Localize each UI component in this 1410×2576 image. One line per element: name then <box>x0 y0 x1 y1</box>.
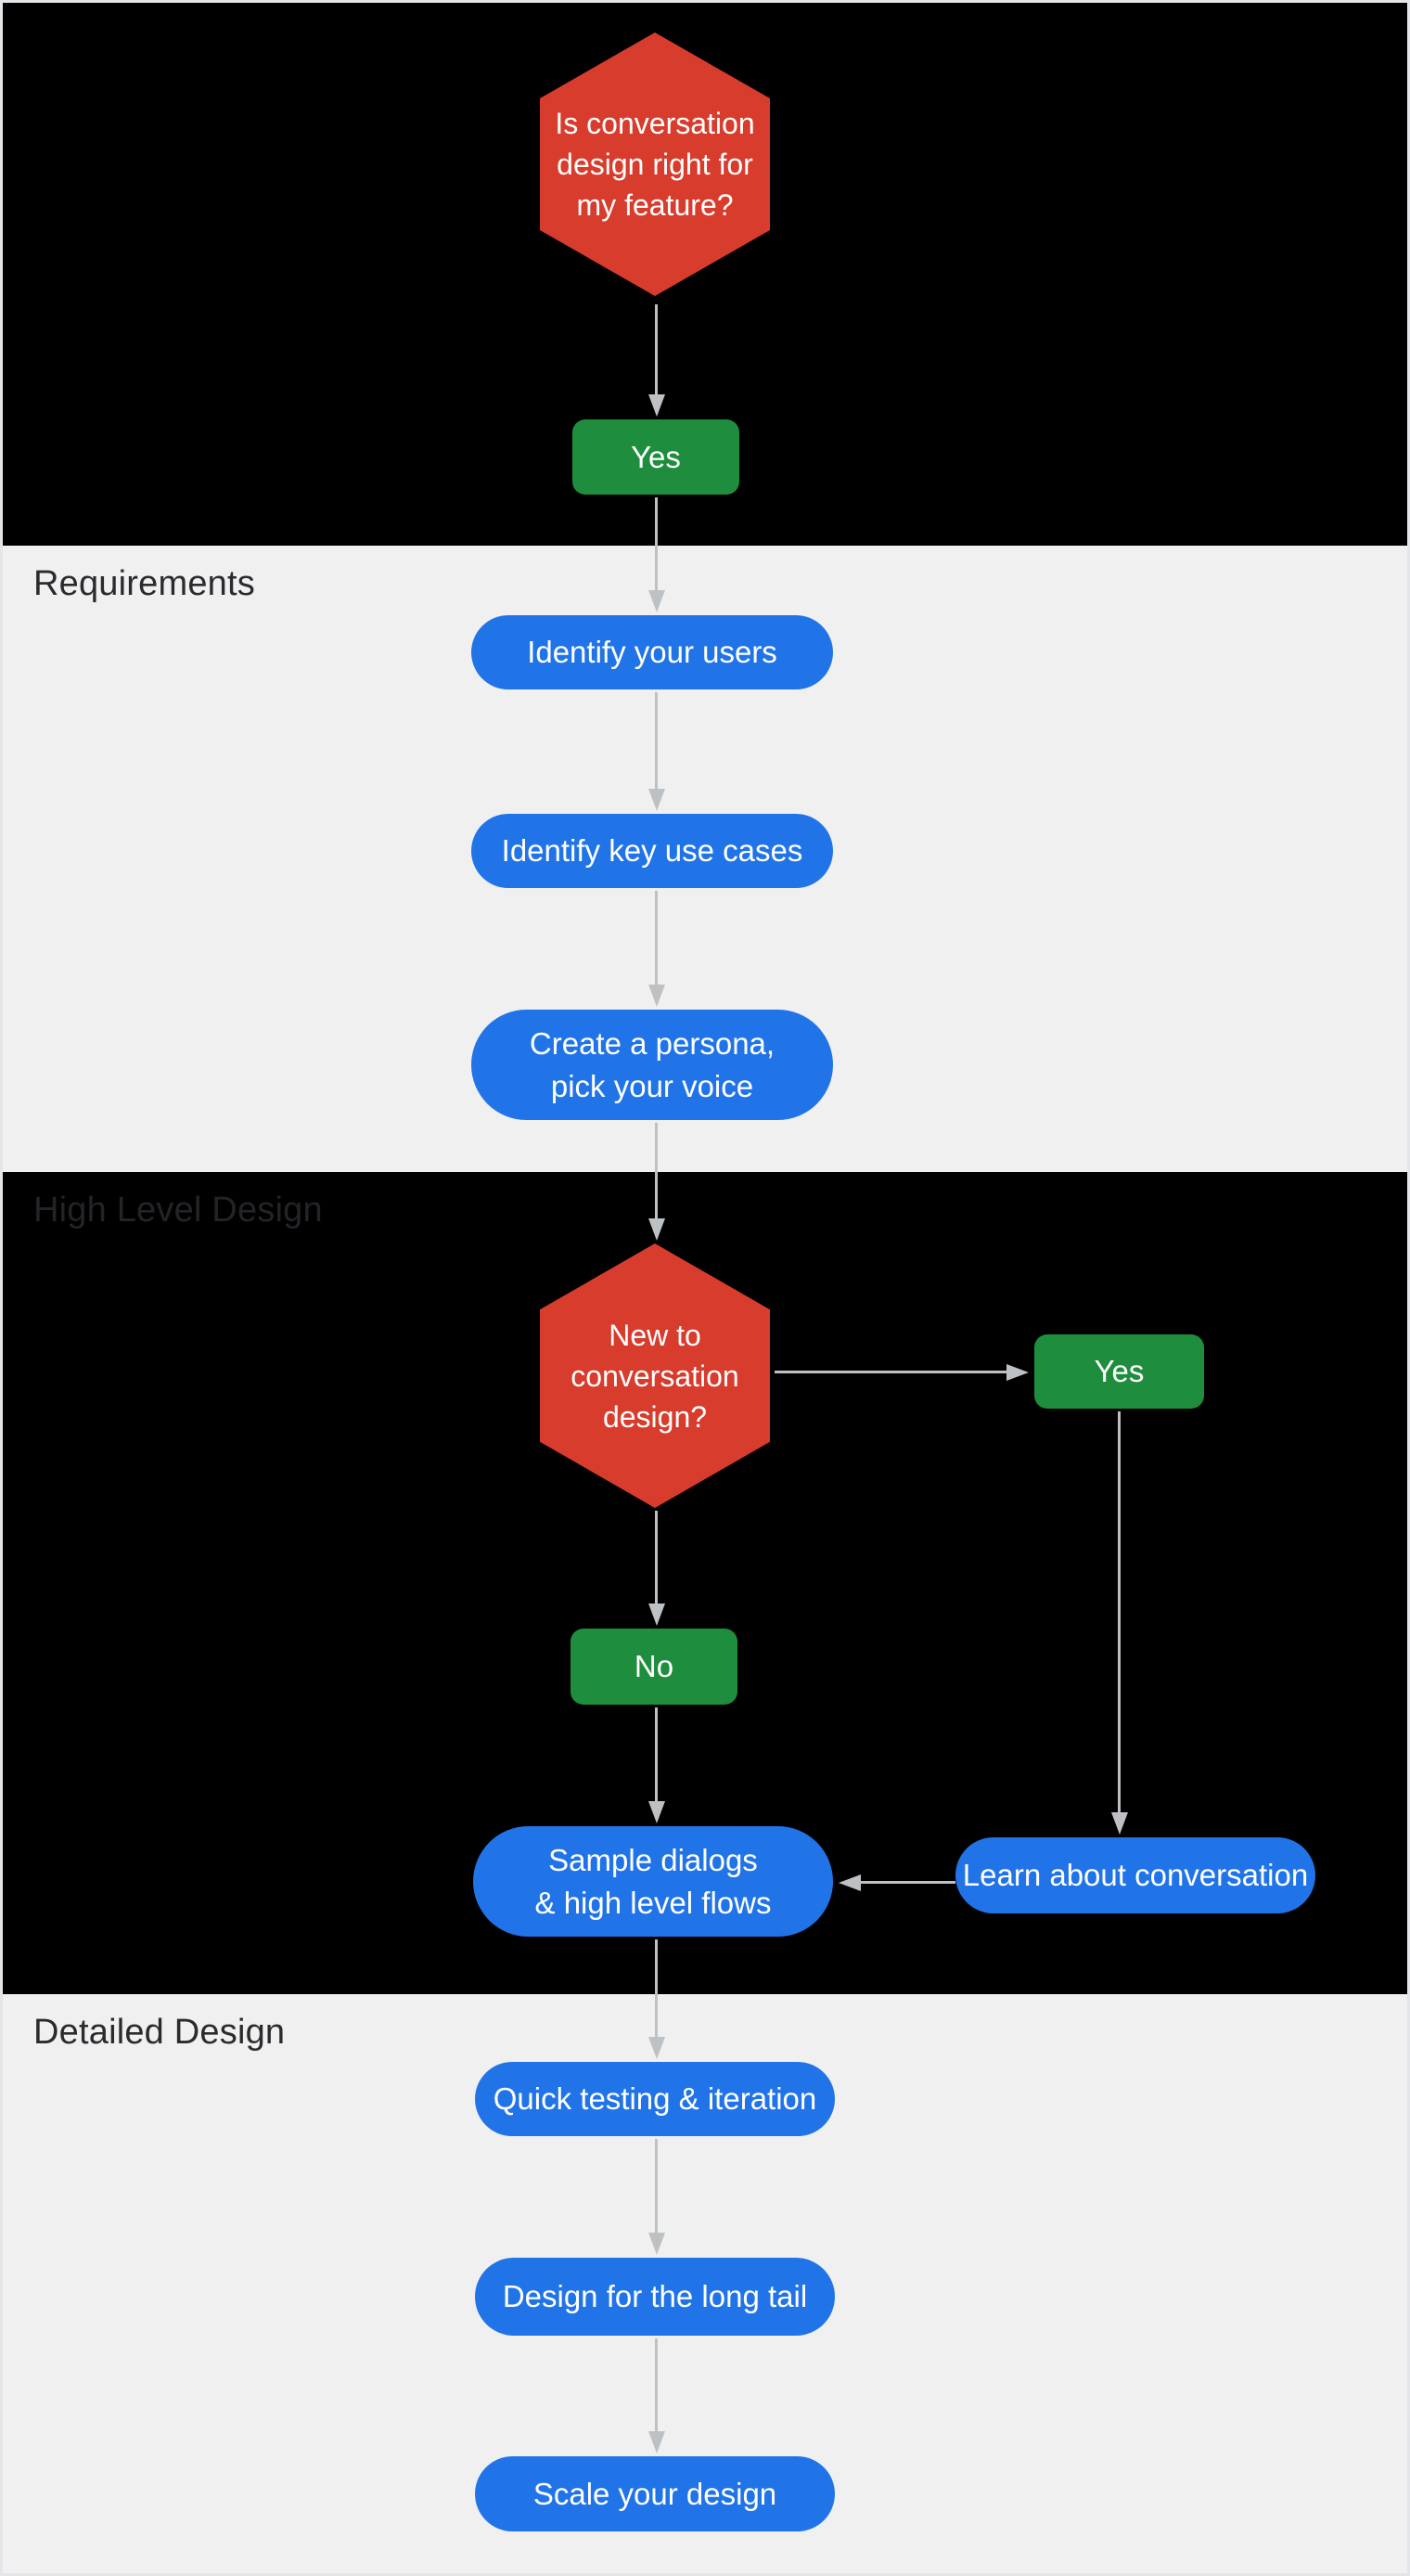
arrow-no-to-sample-dialogs <box>655 1707 658 1801</box>
answer-yes-1: Yes <box>572 419 739 495</box>
step-sample-dialogs: Sample dialogs & high level flows <box>473 1826 833 1937</box>
step-line: & high level flows <box>534 1885 772 1920</box>
step-label: Identify key use cases <box>501 833 803 868</box>
step-label: Design for the long tail <box>502 2279 808 2313</box>
arrow-use-cases-to-persona <box>655 891 658 985</box>
arrow-persona-to-q2 <box>655 1123 658 1218</box>
arrow-quick-to-long-tail <box>655 2139 658 2233</box>
decision-line: my feature? <box>576 188 734 222</box>
diagram-layer: Is conversation design right for my feat… <box>3 3 1407 2573</box>
arrow-learn-to-sample <box>861 1881 955 1884</box>
step-label: Learn about conversation <box>962 1858 1309 1892</box>
step-label: Identify your users <box>527 635 777 669</box>
step-identify-key-use-cases: Identify key use cases <box>471 814 833 888</box>
section-label-high-level-design: High Level Design <box>33 1191 323 1230</box>
answer-yes-2: Yes <box>1034 1334 1204 1409</box>
decision-right-for-feature: Is conversation design right for my feat… <box>540 32 770 296</box>
section-label-requirements: Requirements <box>33 564 255 603</box>
answer-label: Yes <box>631 439 681 474</box>
step-line: Create a persona, <box>529 1025 776 1061</box>
step-quick-testing-iteration: Quick testing & iteration <box>475 2062 835 2136</box>
step-identify-users: Identify your users <box>471 615 833 689</box>
decision-line: New to <box>609 1318 701 1352</box>
step-line: Sample dialogs <box>548 1842 758 1877</box>
answer-label: Yes <box>1094 1354 1145 1388</box>
arrow-sample-to-quick-testing <box>655 1939 658 2037</box>
answer-no: No <box>570 1629 737 1705</box>
step-design-long-tail: Design for the long tail <box>475 2258 835 2336</box>
step-create-persona: Create a persona, pick your voice <box>471 1010 833 1120</box>
step-scale-your-design: Scale your design <box>475 2456 835 2531</box>
decision-line: Is conversation <box>555 107 755 140</box>
decision-line: conversation <box>570 1359 739 1393</box>
decision-new-to-conversation-design: New to conversation design? <box>540 1243 770 1508</box>
section-label-detailed-design: Detailed Design <box>33 2013 286 2052</box>
arrow-q2-to-no <box>655 1511 658 1604</box>
step-label: Scale your design <box>532 2476 777 2511</box>
arrow-long-tail-to-scale <box>655 2338 658 2431</box>
step-label: Quick testing & iteration <box>493 2081 817 2116</box>
arrow-yes2-to-learn <box>1118 1411 1121 1812</box>
step-learn-about-conversation: Learn about conversation <box>955 1837 1315 1913</box>
arrow-users-to-use-cases <box>655 692 658 789</box>
decision-line: design? <box>602 1399 708 1434</box>
arrow-yes-to-identify-users <box>655 497 658 590</box>
step-line: pick your voice <box>550 1068 754 1103</box>
arrow-q2-to-yes2 <box>775 1371 1006 1373</box>
arrow-q1-to-yes <box>655 304 658 394</box>
answer-label: No <box>634 1649 674 1683</box>
decision-line: design right for <box>557 148 753 181</box>
